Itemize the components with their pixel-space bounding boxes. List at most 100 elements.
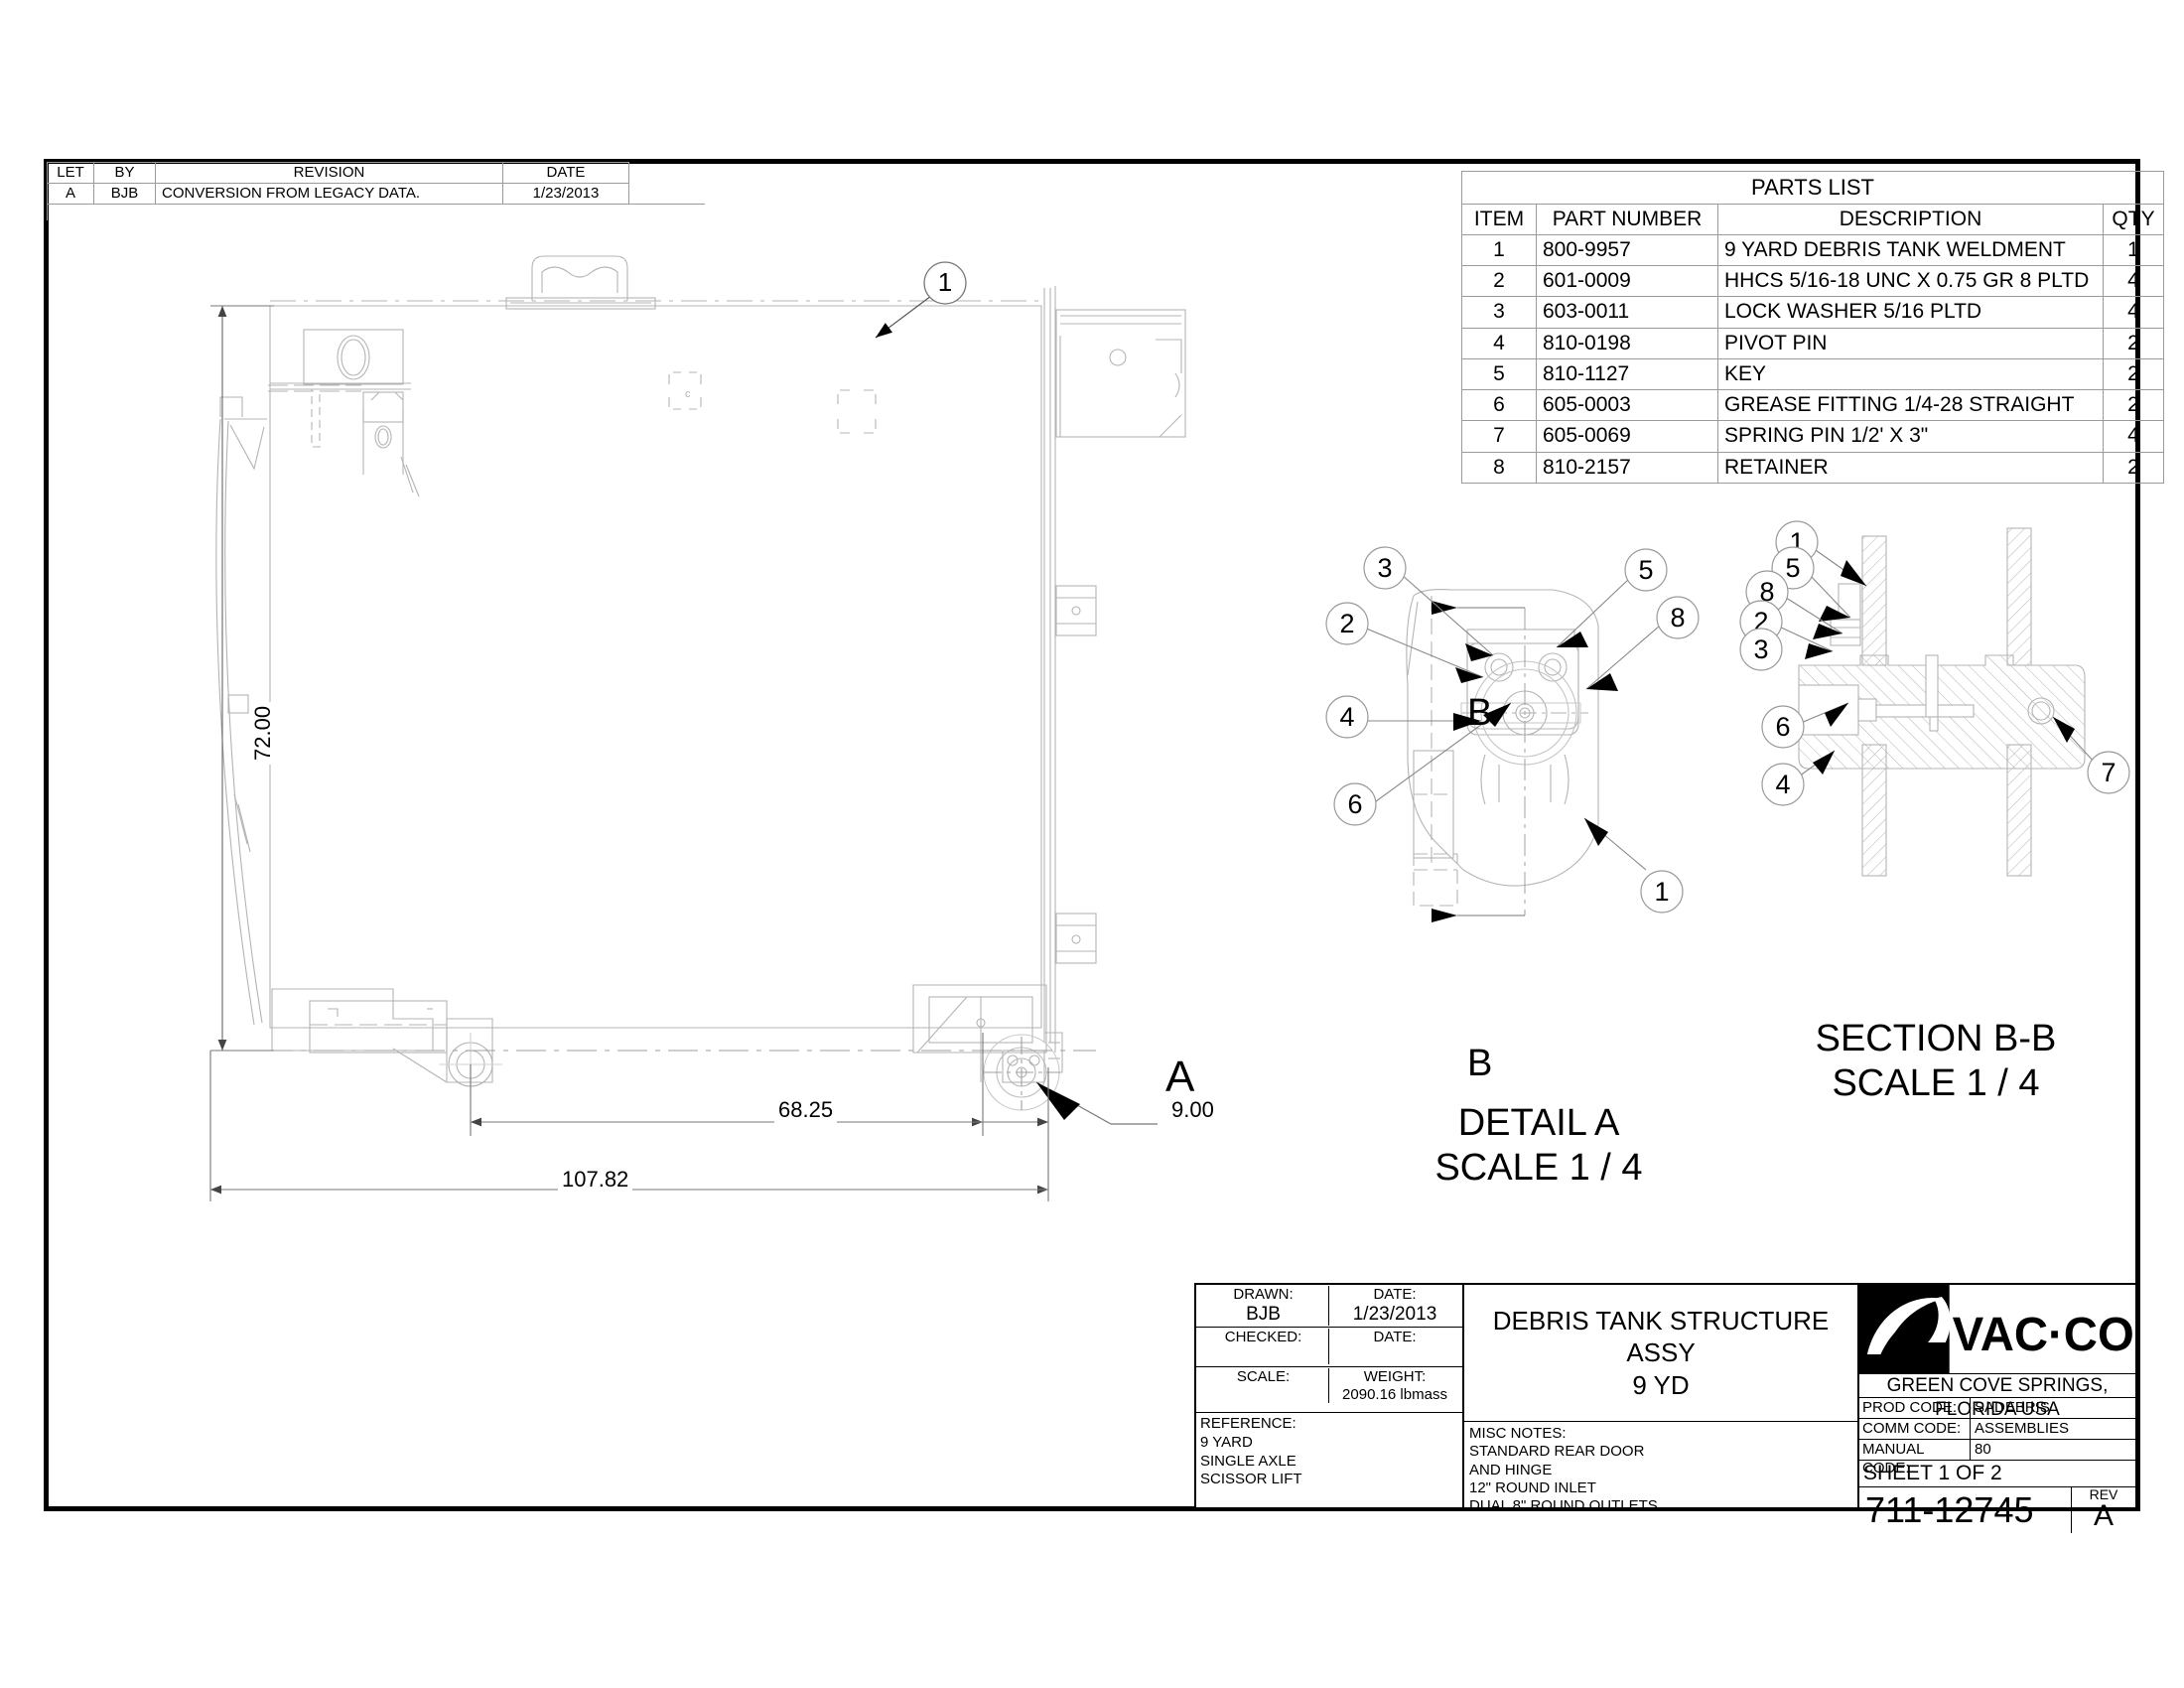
title-block-right: VAC·CON GREEN COVE SPRINGS, FLORIDA USA … (1859, 1285, 2135, 1533)
revision-empty-row (47, 204, 705, 220)
parts-header-part-number: PART NUMBER (1536, 203, 1718, 235)
section-bb-balloons: 1 5 8 2 3 6 4 7 (1739, 520, 2130, 806)
parts-cell-description: LOCK WASHER 5/16 PLTD (1717, 296, 2104, 329)
parts-list-block: PARTS LIST ITEM PART NUMBER DESCRIPTION … (1461, 171, 2164, 484)
parts-list-table: PARTS LIST ITEM PART NUMBER DESCRIPTION … (1461, 171, 2164, 484)
balloon-main-1-text: 1 (938, 267, 952, 297)
parts-cell-description: GREASE FITTING 1/4-28 STRAIGHT (1717, 388, 2104, 422)
balloon-detail-1 (1640, 870, 1684, 914)
drawing-number-row: 711-12745 REV A (1859, 1487, 2135, 1533)
detail-marker-a: A (1165, 1053, 1195, 1101)
reference-lines: 9 YARD SINGLE AXLE SCISSOR LIFT (1200, 1433, 1302, 1488)
balloon-section-8-text: 8 (1759, 577, 1774, 607)
revision-cell-let: A (47, 183, 94, 205)
parts-cell-item: 5 (1461, 357, 1537, 391)
title-block: DRAWN: DATE: BJB 1/23/2013 CHECKED: DATE… (1194, 1283, 2137, 1533)
balloon-detail-5 (1624, 548, 1668, 592)
checked-date-value (1329, 1346, 1460, 1364)
vaccon-logo-icon: VAC·CON (1859, 1285, 2135, 1373)
prod-code-row: PROD CODE: SADEBRIS (1859, 1398, 2135, 1419)
parts-cell-qty: 1 (2103, 233, 2164, 267)
balloon-section-3-text: 3 (1753, 634, 1768, 664)
balloon-detail-4-text: 4 (1339, 702, 1354, 732)
reference-block: REFERENCE: 9 YARD SINGLE AXLE SCISSOR LI… (1196, 1413, 1462, 1491)
drawing-number: 711-12745 (1859, 1487, 2072, 1533)
parts-header-qty: QTY (2103, 203, 2164, 235)
parts-cell-item: 3 (1461, 296, 1537, 329)
drawing-title-line1: DEBRIS TANK STRUCTURE ASSY (1492, 1305, 1830, 1368)
table-row: 2 601-0009 HHCS 5/16-18 UNC X 0.75 GR 8 … (1461, 264, 2164, 298)
company-city: GREEN COVE SPRINGS, FLORIDA USA (1859, 1374, 2135, 1420)
parts-cell-part-number: 810-1127 (1536, 357, 1718, 391)
title-block-middle: DEBRIS TANK STRUCTURE ASSY 9 YD MISC NOT… (1464, 1285, 1859, 1514)
revision-cell-date: 1/23/2013 (502, 183, 629, 205)
balloon-section-4-text: 4 (1775, 770, 1790, 799)
parts-cell-part-number: 810-2157 (1536, 451, 1718, 484)
drawing-geometry: c (44, 159, 2140, 1511)
balloon-section-4 (1761, 763, 1805, 806)
checked-date-label: DATE: (1373, 1329, 1417, 1346)
revision-cell-by: BJB (93, 183, 156, 205)
balloon-detail-3 (1363, 546, 1407, 590)
checked-row: CHECKED: DATE: (1196, 1328, 1462, 1368)
parts-cell-part-number: 601-0009 (1536, 264, 1718, 298)
drawn-label: DRAWN: (1198, 1286, 1329, 1304)
detail-a-section-letter-top: B (1467, 692, 1493, 734)
balloon-detail-4 (1325, 695, 1369, 739)
balloon-section-6 (1761, 705, 1805, 749)
revision-row: A BJB CONVERSION FROM LEGACY DATA. 1/23/… (47, 183, 706, 205)
parts-cell-qty: 2 (2103, 357, 2164, 391)
revision-label: REV (2089, 1486, 2118, 1502)
detail-a-title: DETAIL A (1457, 1102, 1620, 1144)
parts-header-description: DESCRIPTION (1717, 203, 2104, 235)
detail-a-leaders (1363, 573, 1661, 871)
manual-code-label: MANUAL CODE: (1859, 1440, 1971, 1477)
balloon-detail-8 (1656, 596, 1700, 639)
parts-cell-description: 9 YARD DEBRIS TANK WELDMENT (1717, 233, 2104, 267)
parts-cell-part-number: 605-0069 (1536, 420, 1718, 453)
parts-cell-item: 6 (1461, 388, 1537, 422)
balloon-section-6-text: 6 (1775, 712, 1790, 742)
parts-cell-qty: 2 (2103, 451, 2164, 484)
detail-a-section-letter-bottom: B (1467, 1043, 1493, 1084)
dimension-overhang: 9.00 (1167, 1097, 1218, 1123)
dimension-wheelbase: 68.25 (774, 1097, 838, 1123)
dimension-overall-length: 107.82 (558, 1167, 633, 1193)
section-bb-geometry (1798, 527, 2086, 877)
balloon-section-7-text: 7 (2101, 758, 2116, 787)
drawn-date-value: 1/23/2013 (1352, 1303, 1437, 1325)
table-row: 3 603-0011 LOCK WASHER 5/16 PLTD 4 (1461, 296, 2164, 329)
revision-block: LET BY REVISION DATE A BJB CONVERSION FR… (47, 162, 705, 220)
parts-cell-description: RETAINER (1717, 451, 2104, 484)
misc-notes-label: MISC NOTES: (1469, 1425, 1567, 1442)
sheet-number: SHEET 1 OF 2 (1859, 1461, 2135, 1487)
prod-code-label: PROD CODE: (1859, 1398, 1971, 1418)
balloon-section-3 (1739, 628, 1783, 671)
balloon-detail-5-text: 5 (1638, 555, 1653, 585)
parts-cell-item: 8 (1461, 451, 1537, 484)
table-row: 1 800-9957 9 YARD DEBRIS TANK WELDMENT 1 (1461, 233, 2164, 267)
parts-cell-description: PIVOT PIN (1717, 327, 2104, 359)
section-bb-scale: SCALE 1 / 4 (1832, 1062, 2040, 1104)
weight-value: 2090.16 lbmass (1342, 1385, 1447, 1403)
parts-cell-item: 7 (1461, 420, 1537, 453)
parts-list-header-row: ITEM PART NUMBER DESCRIPTION QTY (1461, 203, 2164, 235)
weight-label: WEIGHT: (1363, 1368, 1427, 1386)
drawing-title: DEBRIS TANK STRUCTURE ASSY 9 YD (1464, 1285, 1857, 1422)
drawn-date-label: DATE: (1373, 1286, 1417, 1303)
balloon-main-1 (923, 261, 967, 305)
scale-value (1198, 1385, 1329, 1404)
detail-a-scale: SCALE 1 / 4 (1434, 1147, 1643, 1189)
dimension-height: 72.00 (250, 701, 276, 765)
reference-label: REFERENCE: (1200, 1415, 1297, 1433)
balloon-detail-6-text: 6 (1347, 789, 1362, 819)
drawing-title-line2: 9 YD (1632, 1369, 1690, 1400)
parts-cell-part-number: 603-0011 (1536, 296, 1718, 329)
balloon-detail-1-text: 1 (1654, 877, 1669, 907)
detail-a-leader (1035, 1081, 1158, 1125)
balloon-detail-2 (1325, 602, 1369, 645)
revision-box: REV A (2072, 1487, 2135, 1533)
company-logo: VAC·CON (1859, 1285, 2135, 1374)
checked-value (1198, 1345, 1329, 1364)
parts-list-title-row: PARTS LIST (1461, 171, 2164, 205)
